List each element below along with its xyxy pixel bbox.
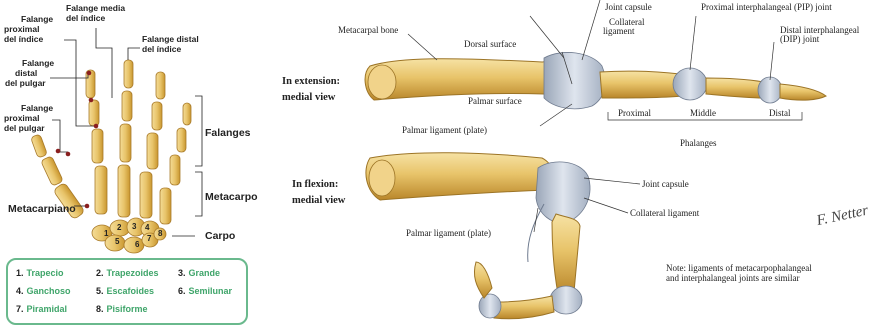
extension-heading: In extension: medial view <box>282 76 343 103</box>
pip-joint-capsule-flexion <box>550 286 582 314</box>
carpal-number-7: 7 <box>147 234 152 243</box>
distal-phalanx-extension <box>780 84 826 100</box>
metacarpal-base-flexion <box>369 160 395 196</box>
label-pip-joint: Proximal interphalangeal (PIP) joint <box>701 2 832 12</box>
legend-item-5: 5.Escafoides <box>96 286 154 296</box>
dip-joint-capsule-extension <box>758 77 782 103</box>
label-palmar-ligament-extension: Palmar ligament (plate) <box>402 125 487 135</box>
legend-item-4: 4.Ganchoso <box>16 286 71 296</box>
carpal-number-3: 3 <box>132 222 137 231</box>
hand-skeleton-panel: 1 2 3 4 5 6 7 8 <box>0 0 262 330</box>
label-falange-distal-indice: Falange distal del índice <box>142 34 201 54</box>
legend-item-1: 1.Trapecio <box>16 268 64 278</box>
label-joint-capsule-flexion: Joint capsule <box>642 179 689 189</box>
carpal-number-5: 5 <box>115 237 120 246</box>
label-palmar-ligament-flexion: Palmar ligament (plate) <box>406 228 491 238</box>
legend-item-6: 6.Semilunar <box>178 286 232 296</box>
label-collateral-ligament-extension: Collateral ligament <box>603 17 647 36</box>
netter-signature: F. Netter <box>814 203 870 230</box>
finger-joints-figure: In extension: medial view Metacarpal bon… <box>262 0 885 330</box>
legend-item-2: 2.Trapezoides <box>96 268 159 278</box>
proximal-phalanx-flexion <box>552 214 580 294</box>
label-dorsal-surface: Dorsal surface <box>464 39 516 49</box>
label-joint-capsule-extension: Joint capsule <box>605 2 652 12</box>
carpal-number-1: 1 <box>104 229 109 238</box>
carpal-number-2: 2 <box>117 223 122 232</box>
label-falange-proximal-pulgar: Falange proximal del pulgar <box>4 103 56 133</box>
finger-joints-panel: In extension: medial view Metacarpal bon… <box>262 0 885 330</box>
label-carpo: Carpo <box>205 230 235 242</box>
proximal-phalanx-extension <box>600 71 682 98</box>
pip-joint-capsule-extension <box>673 68 707 100</box>
middle-phalanx-flexion <box>494 296 554 319</box>
legend-item-8: 8.Pisiforme <box>96 304 148 314</box>
middle-phalanx-extension <box>706 78 764 98</box>
label-phalanx-distal: Distal <box>769 108 791 118</box>
extension-view <box>365 52 826 108</box>
label-falange-distal-pulgar: Falange distal del pulgar <box>5 58 57 88</box>
label-palmar-surface: Palmar surface <box>468 96 522 106</box>
label-phalanges: Phalanges <box>680 138 717 148</box>
label-falange-proximal-indice: Falange proximal del índice <box>4 14 56 44</box>
flexion-heading: In flexion: medial view <box>292 179 346 206</box>
label-falanges: Falanges <box>205 127 251 139</box>
carpal-number-6: 6 <box>135 240 140 249</box>
label-metacarpo: Metacarpo <box>205 191 258 203</box>
note-text: Note: ligaments of metacarpophalangeal a… <box>666 263 814 283</box>
label-dip-joint: Distal interphalangeal (DIP) joint <box>780 25 861 44</box>
label-phalanx-middle: Middle <box>690 108 716 118</box>
finger-bones <box>31 60 191 224</box>
distal-phalanx-flexion <box>474 262 492 298</box>
legend-item-7: 7.Piramidal <box>16 304 67 314</box>
label-metacarpal-bone: Metacarpal bone <box>338 25 398 35</box>
label-metacarpiano: Metacarpiano <box>8 203 76 215</box>
carpal-number-8: 8 <box>158 229 163 238</box>
label-falange-media: Falange media del índice <box>66 3 127 23</box>
label-collateral-ligament-flexion: Collateral ligament <box>630 208 700 218</box>
carpal-number-4: 4 <box>145 223 150 232</box>
dip-joint-capsule-flexion <box>479 294 501 318</box>
legend-item-3: 3.Grande <box>178 268 220 278</box>
mcp-joint-capsule-extension <box>544 52 605 108</box>
mcp-joint-capsule-flexion <box>536 162 590 223</box>
label-phalanx-proximal: Proximal <box>618 108 651 118</box>
carpal-bones-legend: 1.Trapecio 2.Trapezoides 3.Grande 4.Ganc… <box>6 258 248 325</box>
metacarpal-base-extension <box>368 65 396 99</box>
